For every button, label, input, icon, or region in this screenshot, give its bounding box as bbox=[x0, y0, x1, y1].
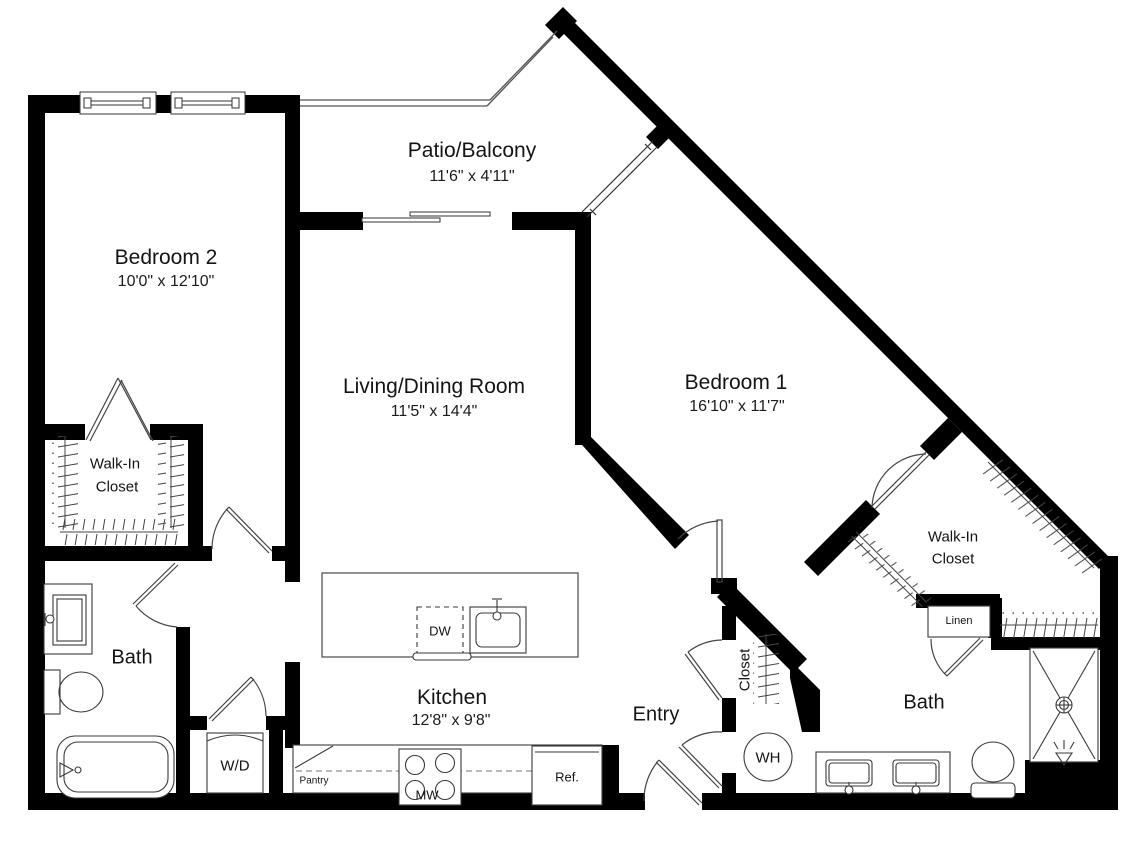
bath-left-door bbox=[132, 562, 179, 628]
bedroom1-angled-window bbox=[581, 140, 659, 218]
right-closet-door bbox=[871, 451, 930, 510]
shower bbox=[1029, 647, 1099, 766]
entry-closet-rod bbox=[753, 634, 779, 704]
pantry-shelf-line bbox=[294, 745, 334, 769]
room-label-bath-right: Bath bbox=[903, 691, 945, 714]
fixture-label-dishwasher: DW bbox=[429, 623, 451, 639]
room-label-bedroom-1: Bedroom 1 bbox=[684, 371, 788, 394]
bathtub bbox=[56, 735, 175, 799]
left-closet-rod-left bbox=[52, 436, 78, 528]
kitchen-fixtures bbox=[292, 572, 603, 806]
toilet-left bbox=[43, 669, 104, 715]
room-label-walkin-right-1: Walk-In bbox=[927, 528, 979, 546]
washer-dryer-box bbox=[206, 732, 264, 794]
bedroom1-door bbox=[677, 519, 723, 583]
bedroom2-door bbox=[211, 506, 273, 554]
room-label-walkin-right-2: Closet bbox=[931, 550, 975, 568]
entry-closet-door bbox=[684, 639, 723, 701]
left-closet-rod-bottom bbox=[60, 519, 178, 545]
kitchen-counter bbox=[292, 744, 603, 806]
room-label-patio-balcony: Patio/Balcony bbox=[407, 139, 537, 162]
closet-rod-hatching bbox=[52, 436, 1104, 704]
patio-sliding-door bbox=[361, 211, 491, 223]
fixture-label-entry-closet: Closet bbox=[736, 648, 754, 692]
fixture-label-pantry: Pantry bbox=[299, 775, 329, 787]
room-label-bath-left: Bath bbox=[111, 646, 153, 669]
bath-right-fixtures bbox=[815, 605, 1099, 799]
right-closet-rod-south bbox=[1000, 612, 1098, 638]
patio-railing bbox=[300, 30, 558, 107]
room-label-walkin-left-1: Walk-In bbox=[89, 455, 141, 473]
room-label-kitchen: Kitchen bbox=[416, 686, 488, 709]
fixture-label-water-heater: WH bbox=[755, 749, 781, 767]
kitchen-island bbox=[321, 572, 579, 661]
room-label-living-dining: Living/Dining Room bbox=[342, 375, 526, 398]
room-dims-bedroom-2: 10'0" x 12'10" bbox=[117, 273, 215, 290]
room-label-walkin-left-2: Closet bbox=[95, 478, 139, 496]
left-closet-bifold-door bbox=[85, 377, 154, 442]
room-dims-bedroom-1: 16'10" x 11'7" bbox=[689, 398, 785, 415]
water-heater-circle bbox=[743, 732, 793, 782]
fixture-label-washer-dryer: W/D bbox=[220, 757, 250, 775]
room-dims-kitchen: 12'8" x 9'8" bbox=[411, 712, 491, 729]
island-faucet bbox=[492, 598, 502, 621]
washer-dryer-door bbox=[208, 676, 267, 722]
toilet-right bbox=[970, 741, 1016, 799]
room-dims-living-dining: 11'5" x 14'4" bbox=[390, 403, 478, 420]
fixture-label-microwave: MW bbox=[415, 787, 439, 803]
left-closet-rod-right bbox=[158, 436, 184, 528]
bath-left-fixtures bbox=[43, 583, 175, 799]
walls bbox=[28, 7, 1118, 810]
vanity-right bbox=[815, 751, 951, 795]
room-label-bedroom-2: Bedroom 2 bbox=[114, 246, 218, 269]
stove bbox=[398, 748, 462, 806]
doors bbox=[85, 377, 984, 806]
room-label-entry: Entry bbox=[632, 703, 680, 726]
fixture-label-refrigerator: Ref. bbox=[555, 769, 579, 785]
bedroom2-windows bbox=[79, 91, 246, 115]
fixture-label-linen: Linen bbox=[945, 615, 973, 627]
right-closet-rod-ne bbox=[978, 452, 1104, 578]
utility-fixtures bbox=[206, 732, 793, 794]
room-dims-patio-balcony: 11'6" x 4'11" bbox=[429, 168, 515, 185]
water-heater-door bbox=[678, 731, 723, 789]
right-closet-rod-sw bbox=[846, 526, 932, 612]
bath-right-door bbox=[930, 637, 984, 677]
vanity-left bbox=[43, 583, 93, 655]
linen-shelf bbox=[927, 605, 991, 638]
entry-door bbox=[643, 759, 703, 806]
refrigerator bbox=[531, 745, 603, 806]
